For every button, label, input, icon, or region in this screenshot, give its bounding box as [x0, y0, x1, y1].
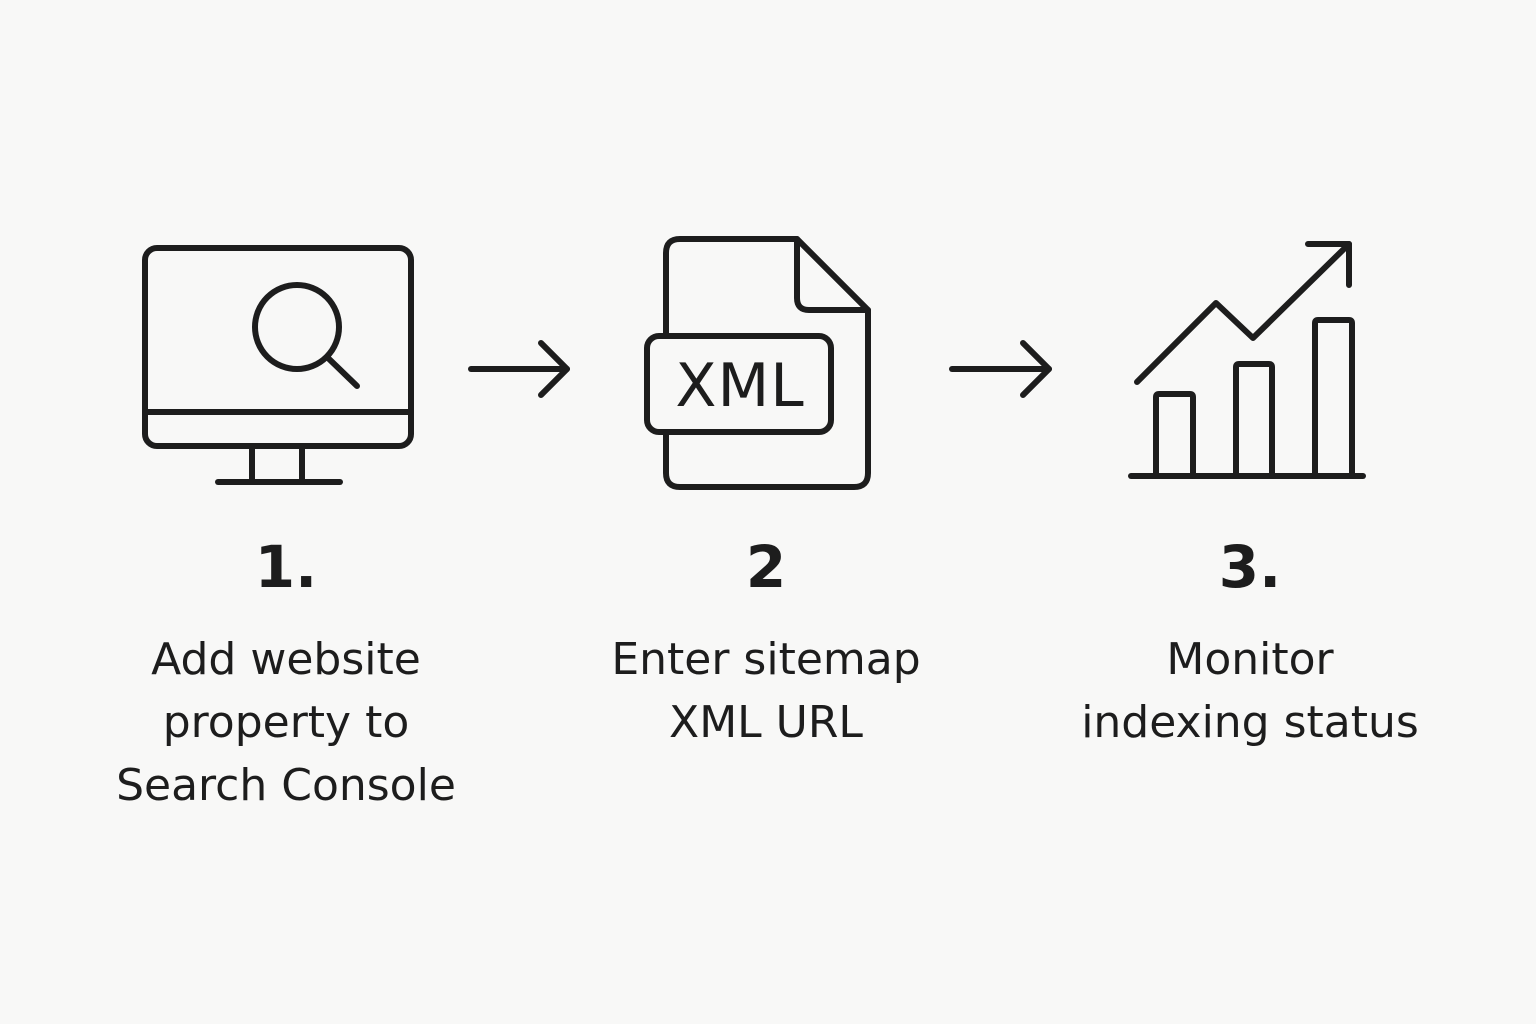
- growth-chart-icon: [1128, 241, 1366, 479]
- monitor-search-icon: [142, 245, 414, 485]
- step-number: 1.: [254, 533, 318, 601]
- xml-file-icon: XML: [644, 236, 871, 490]
- arrow-right-icon: [949, 340, 1052, 398]
- arrow-right-icon: [468, 340, 570, 398]
- xml-label: XML: [675, 351, 804, 421]
- step-1: 1. Add website property to Search Consol…: [56, 536, 516, 817]
- step-3: 3. Monitor indexing status: [1020, 536, 1480, 754]
- step-label: Add website property to Search Console: [116, 634, 456, 811]
- step-2: 2 Enter sitemap XML URL: [536, 536, 996, 754]
- step-label: Monitor indexing status: [1081, 634, 1419, 748]
- step-number: 3.: [1218, 533, 1282, 601]
- step-number: 2: [745, 533, 787, 601]
- step-label: Enter sitemap XML URL: [611, 634, 921, 748]
